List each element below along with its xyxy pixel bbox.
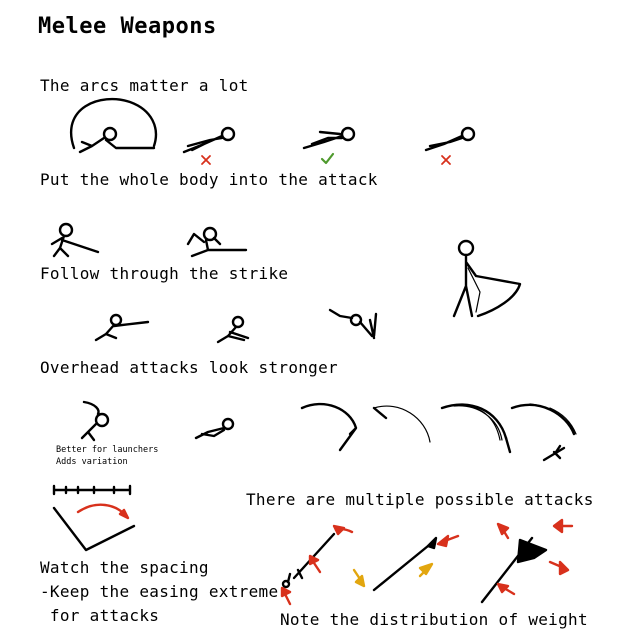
arc-swing-figure [70, 97, 158, 154]
right-mark [320, 152, 335, 165]
stance-figure-2 [302, 126, 356, 150]
stance-figure-1 [182, 126, 236, 154]
follow-figure-3 [328, 308, 378, 340]
spacing-diagram [52, 484, 136, 552]
overhead-arc-2 [372, 405, 431, 443]
note-launchers: Better for launchers [56, 445, 159, 455]
caption-spacing: Watch the spacing [40, 558, 209, 577]
stance-figure-3 [424, 126, 476, 152]
overhead-arc-4 [510, 403, 577, 462]
follow-figure-large [452, 239, 522, 318]
body-figure-1 [50, 222, 100, 258]
caption-easing: -Keep the easing extreme [40, 582, 279, 601]
caption-weight: Note the distribution of weight [280, 610, 588, 629]
caption-body: Put the whole body into the attack [40, 170, 378, 189]
caption-for-attacks: for attacks [40, 606, 160, 625]
caption-overhead: Overhead attacks look stronger [40, 358, 338, 377]
wrong-mark-1 [201, 155, 211, 165]
caption-multiple: There are multiple possible attacks [246, 490, 594, 509]
weapon-axe [480, 518, 574, 604]
note-variation: Adds variation [56, 457, 128, 467]
weapon-spear [352, 534, 460, 592]
weapon-sword [280, 524, 354, 606]
caption-follow: Follow through the strike [40, 264, 289, 283]
overhead-figure-1 [80, 400, 110, 442]
body-figure-2 [186, 226, 248, 258]
caption-arcs: The arcs matter a lot [40, 76, 249, 95]
follow-figure-1 [94, 313, 150, 342]
page-title: Melee Weapons [38, 14, 217, 39]
overhead-arc-3 [440, 403, 512, 454]
overhead-figure-2 [194, 417, 235, 440]
overhead-arc-1 [300, 402, 358, 452]
follow-figure-2 [216, 315, 250, 344]
wrong-mark-2 [441, 155, 451, 165]
